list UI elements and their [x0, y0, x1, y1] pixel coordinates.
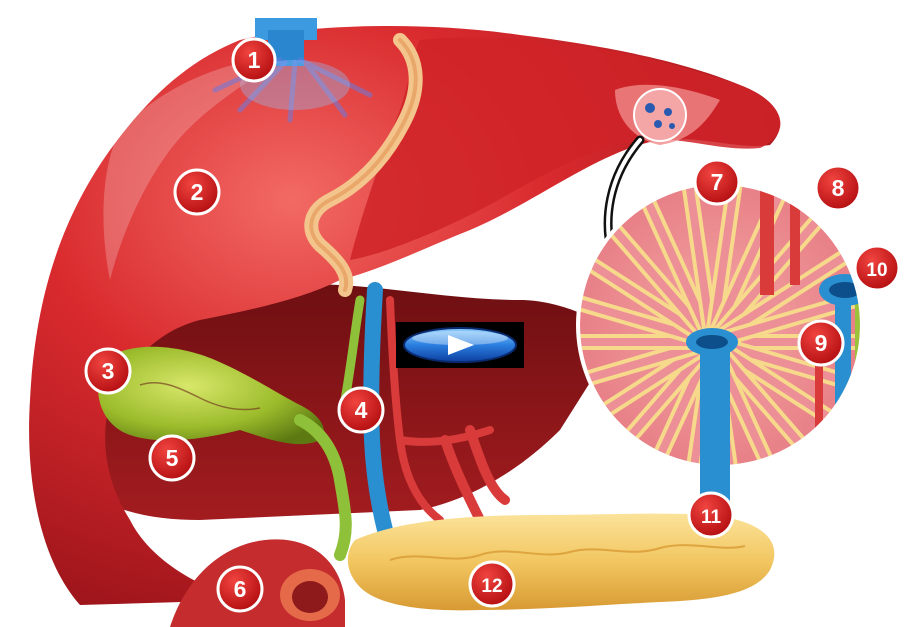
gallbladder [98, 346, 324, 445]
label-number: 12 [481, 576, 502, 597]
pointer-line-8 [864, 199, 881, 216]
gallbladder-vessels [139, 381, 261, 411]
label-number: 10 [866, 260, 887, 281]
label-number: 2 [191, 179, 204, 205]
label-badge [216, 565, 264, 613]
label-badge [337, 386, 385, 434]
label-badge [148, 434, 196, 482]
label-number: 9 [815, 330, 828, 356]
magnified-lobule [576, 181, 864, 522]
label-9: 9 [797, 319, 845, 367]
falciform-ligament-edge [309, 38, 418, 292]
play-button[interactable] [396, 322, 524, 368]
hepatic-duct [340, 295, 365, 405]
label-badge [853, 244, 901, 292]
label-number: 11 [701, 507, 722, 528]
pancreas [347, 513, 775, 611]
label-12: 12 [468, 560, 516, 608]
label-badge [468, 560, 516, 608]
label-number: 3 [102, 358, 115, 384]
label-badge [231, 37, 277, 83]
duodenum-lumen [292, 581, 328, 613]
label-8: 8 [814, 164, 862, 212]
label-badge [693, 158, 741, 206]
label-number: 8 [832, 175, 845, 201]
label-number: 6 [234, 576, 247, 602]
liver [29, 25, 781, 606]
label-badge [687, 491, 735, 539]
label-10: 10 [853, 244, 901, 292]
label-badge [814, 164, 862, 212]
label-2: 2 [173, 168, 221, 216]
label-number: 4 [355, 397, 368, 423]
label-4: 4 [337, 386, 385, 434]
label-3: 3 [84, 347, 132, 395]
play-icon [448, 335, 474, 355]
label-number: 7 [711, 169, 724, 195]
portal-vein [363, 282, 393, 538]
label-badge [84, 347, 132, 395]
label-number: 1 [248, 47, 261, 73]
label-5: 5 [148, 434, 196, 482]
label-7: 7 [693, 158, 741, 206]
pancreas-texture [389, 544, 746, 561]
label-6: 6 [216, 565, 264, 613]
celiac-branches [440, 425, 510, 525]
liver-highlight [103, 55, 290, 280]
label-11: 11 [687, 491, 735, 539]
label-badge [173, 168, 221, 216]
lobule-highlight [615, 84, 720, 145]
label-1: 1 [231, 37, 277, 83]
label-badge [797, 319, 845, 367]
label-number: 5 [166, 445, 179, 471]
common-bile-duct [294, 414, 352, 561]
